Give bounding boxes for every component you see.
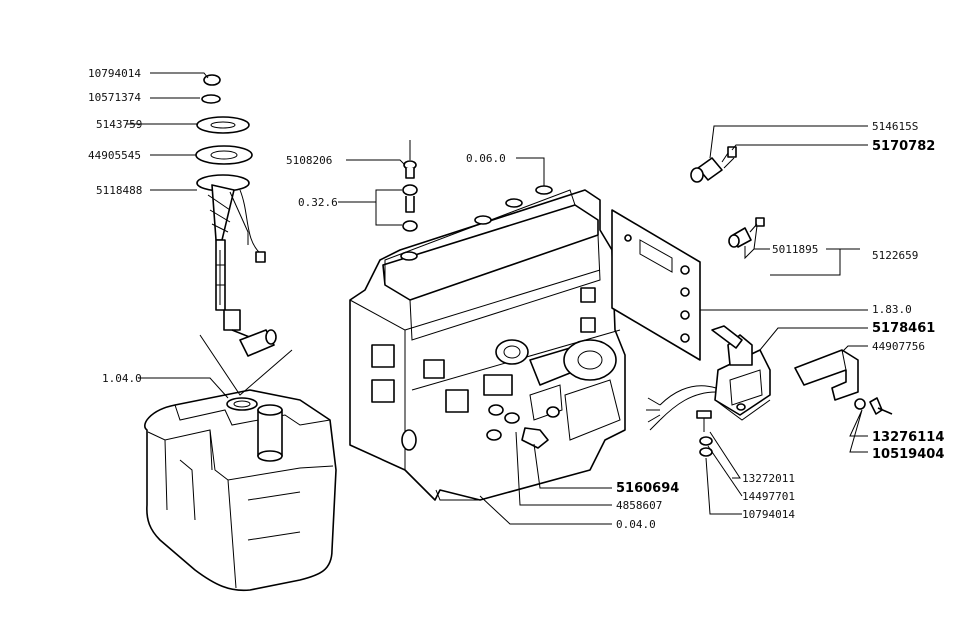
tank-sender-port (226, 397, 258, 411)
cover-nut-1 (535, 185, 553, 195)
gasket-44905545 (195, 145, 253, 165)
label-10571374: 10571374 (88, 91, 141, 104)
fuel-tank (144, 334, 337, 592)
bolt-washer (854, 397, 893, 415)
label-5170782: 5170782 (872, 139, 935, 154)
label-514615S: 514615S (872, 120, 918, 133)
pressure-switch-514615S (690, 146, 737, 183)
label-0.06.0: 0.06.0 (466, 152, 506, 165)
label-44905545: 44905545 (88, 149, 141, 162)
label-10519404: 10519404 (872, 447, 944, 462)
label-0.04.0: 0.04.0 (616, 518, 656, 531)
cover-nut-2 (505, 198, 523, 208)
label-10794014-bottom: 10794014 (742, 508, 795, 521)
label-5143759: 5143759 (96, 118, 142, 131)
label-5118488: 5118488 (96, 184, 142, 197)
plug-5160694 (521, 427, 549, 449)
label-14497701: 14497701 (742, 490, 795, 503)
label-44907756: 44907756 (872, 340, 925, 353)
front-boss-1 (495, 339, 529, 365)
cover-nut-4 (400, 251, 418, 261)
sensor-stack (402, 140, 418, 232)
plate-1.83.0 (611, 209, 701, 361)
bracket-44907756 (794, 349, 859, 401)
label-0.32.6: 0.32.6 (298, 196, 338, 209)
label-1.04.0: 1.04.0 (102, 372, 142, 385)
front-boss-2 (563, 339, 617, 381)
label-1.83.0: 1.83.0 (872, 303, 912, 316)
sensor-5011895 (728, 217, 765, 248)
flange-5143759 (196, 116, 250, 134)
washer-10571374 (201, 94, 221, 104)
label-5122659: 5122659 (872, 249, 918, 262)
tank-filler-neck (257, 409, 283, 457)
small-fasteners (696, 410, 713, 457)
label-13272011: 13272011 (742, 472, 795, 485)
tank-body (144, 389, 337, 592)
label-5160694: 5160694 (616, 481, 679, 496)
sender-insert-guide (199, 334, 293, 396)
actuator-assembly (646, 325, 771, 431)
cover-nut-3 (474, 215, 492, 225)
part-labels: 10794014 10571374 5143759 44905545 51184… (88, 67, 944, 531)
sender-arm (223, 309, 241, 331)
leader-lines (126, 72, 868, 525)
label-5178461: 5178461 (872, 321, 935, 336)
cover-plate (611, 209, 701, 361)
label-10794014-top: 10794014 (88, 67, 141, 80)
label-13276114: 13276114 (872, 430, 944, 445)
label-5108206: 5108206 (286, 154, 332, 167)
label-4858607: 4858607 (616, 499, 662, 512)
label-5011895: 5011895 (772, 243, 818, 256)
fuel-sender-assembly (195, 74, 277, 357)
engine-block (349, 185, 626, 501)
